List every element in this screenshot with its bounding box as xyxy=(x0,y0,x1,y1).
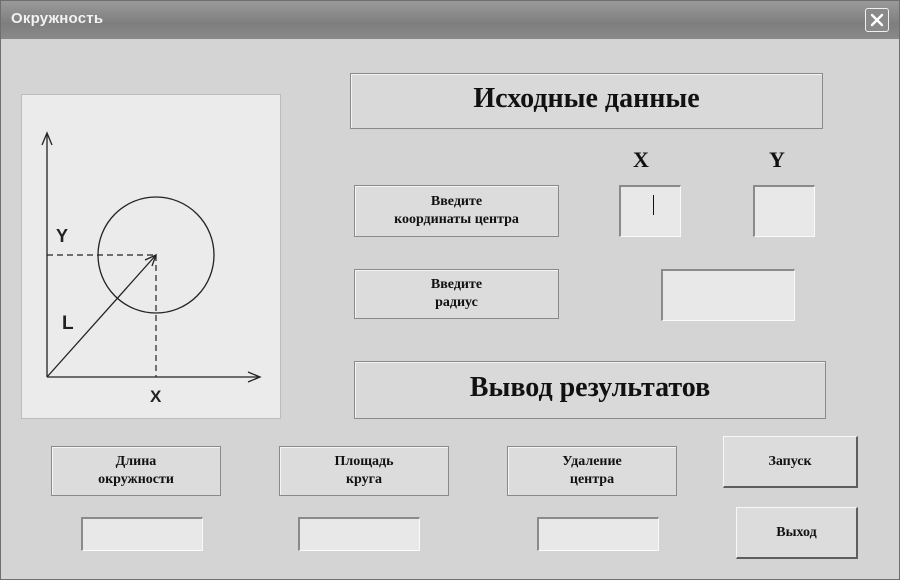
run-button[interactable]: Запуск xyxy=(723,436,858,488)
area-label: Площадь круга xyxy=(279,446,449,496)
window-title: Окружность xyxy=(11,10,104,27)
radius-field[interactable] xyxy=(661,269,795,321)
output-heading: Вывод результатов xyxy=(469,372,711,403)
center-y-field[interactable] xyxy=(753,185,815,237)
close-icon xyxy=(870,13,884,27)
input-heading: Исходные данные xyxy=(473,83,700,114)
title-bar: Окружность xyxy=(1,1,899,39)
close-button[interactable] xyxy=(865,8,889,32)
area-field[interactable] xyxy=(298,517,420,551)
diagram-label-y: Y xyxy=(56,226,68,246)
exit-button[interactable]: Выход xyxy=(736,507,858,559)
center-x-field[interactable] xyxy=(619,185,681,237)
x-header: X xyxy=(633,147,649,172)
text-caret xyxy=(653,195,654,215)
y-header: Y xyxy=(769,147,785,172)
diagram-label-x: X xyxy=(150,387,162,406)
input-heading-frame: Исходные данные xyxy=(350,73,823,129)
diagram-drawing: Y L X xyxy=(41,131,262,406)
radius-label: Введите радиус xyxy=(354,269,559,319)
circle-diagram: Y L X xyxy=(21,94,281,419)
output-heading-frame: Вывод результатов xyxy=(354,361,826,419)
distance-field[interactable] xyxy=(537,517,659,551)
diagram-label-l: L xyxy=(62,313,74,334)
center-coordinates-label: Введите координаты центра xyxy=(354,185,559,237)
circumference-field[interactable] xyxy=(81,517,203,551)
circumference-label: Длина окружности xyxy=(51,446,221,496)
distance-label: Удаление центра xyxy=(507,446,677,496)
